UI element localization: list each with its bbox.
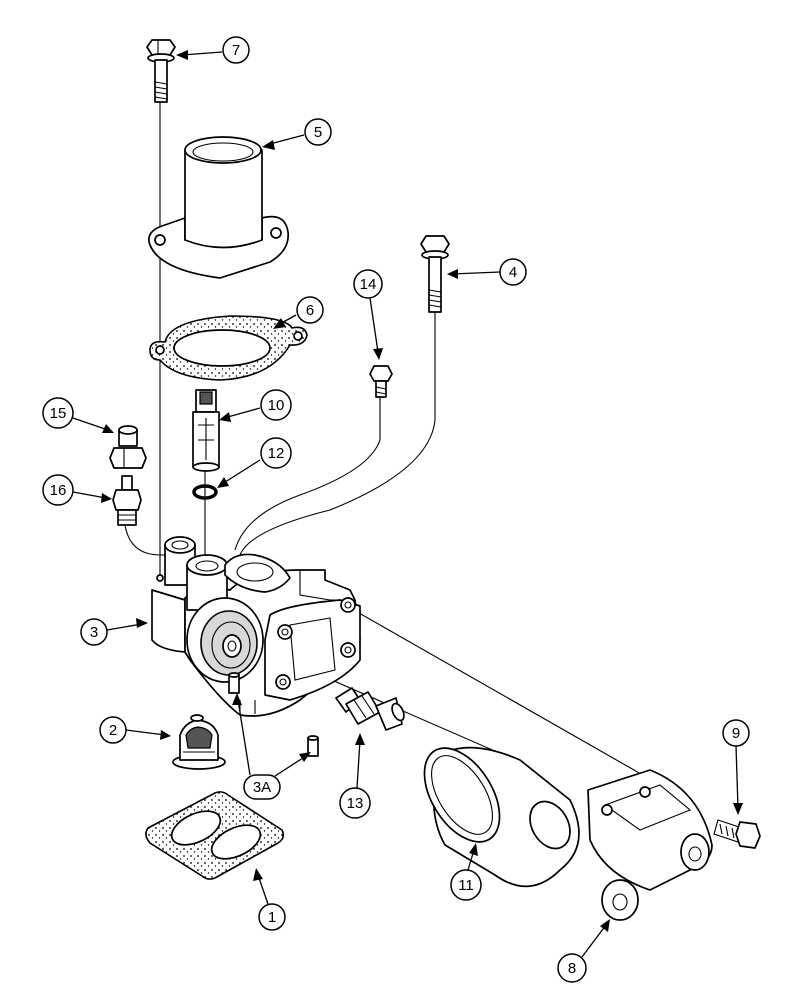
callout-2: 2 xyxy=(99,716,171,744)
callout-3a: 3A xyxy=(232,693,311,800)
callout-6-label: 6 xyxy=(306,302,314,319)
callout-8: 8 xyxy=(557,919,610,983)
callout-15: 15 xyxy=(42,397,114,433)
callout-4: 4 xyxy=(447,258,527,286)
callout-12: 12 xyxy=(217,437,292,488)
callout-10-label: 10 xyxy=(268,397,285,414)
bolt-part-9 xyxy=(713,819,761,849)
gasket-part-6 xyxy=(149,315,308,381)
callout-5: 5 xyxy=(262,118,332,150)
bolt-part-4 xyxy=(420,235,450,313)
bolt-part-7 xyxy=(146,39,176,103)
callout-15-label: 15 xyxy=(50,405,67,422)
housing-part-3 xyxy=(151,536,361,717)
callout-5-label: 5 xyxy=(314,124,322,141)
callout-9: 9 xyxy=(722,719,750,815)
base-gasket-part-1 xyxy=(145,791,285,880)
callout-9-label: 9 xyxy=(732,725,740,742)
fitting-part-15 xyxy=(109,425,147,469)
sensor-part-16 xyxy=(112,475,142,526)
callout-1-label: 1 xyxy=(268,909,276,926)
callout-12-label: 12 xyxy=(268,445,285,462)
callout-2-label: 2 xyxy=(109,722,117,739)
callout-3-label: 3 xyxy=(90,624,98,641)
bracket-part-8 xyxy=(587,769,713,921)
bolt-part-14 xyxy=(369,365,393,398)
callout-1: 1 xyxy=(253,868,286,931)
callout-16-label: 16 xyxy=(50,482,67,499)
fitting-part-13 xyxy=(335,687,405,731)
callout-16: 16 xyxy=(42,474,112,506)
callout-7-label: 7 xyxy=(232,42,240,59)
oil-filter-part-11 xyxy=(423,746,580,888)
callout-3: 3 xyxy=(80,618,148,646)
callout-13-label: 13 xyxy=(347,795,364,812)
callout-6: 6 xyxy=(273,296,324,329)
sender-part-10 xyxy=(192,389,220,472)
dowel-pins-part-3a xyxy=(228,672,319,757)
thermostat-part-2 xyxy=(172,714,226,770)
callout-3a-label: 3A xyxy=(253,779,271,796)
callout-7: 7 xyxy=(176,36,250,64)
callout-11: 11 xyxy=(450,843,482,901)
callout-14-label: 14 xyxy=(360,276,377,293)
callout-8-label: 8 xyxy=(568,960,576,977)
callout-13: 13 xyxy=(339,733,371,819)
callout-4-label: 4 xyxy=(509,264,517,281)
callout-10: 10 xyxy=(219,389,292,422)
callout-14: 14 xyxy=(353,269,383,360)
outlet-pipe-part-5 xyxy=(148,136,290,279)
callout-11-label: 11 xyxy=(458,877,474,894)
o-ring-part-12 xyxy=(192,484,218,500)
